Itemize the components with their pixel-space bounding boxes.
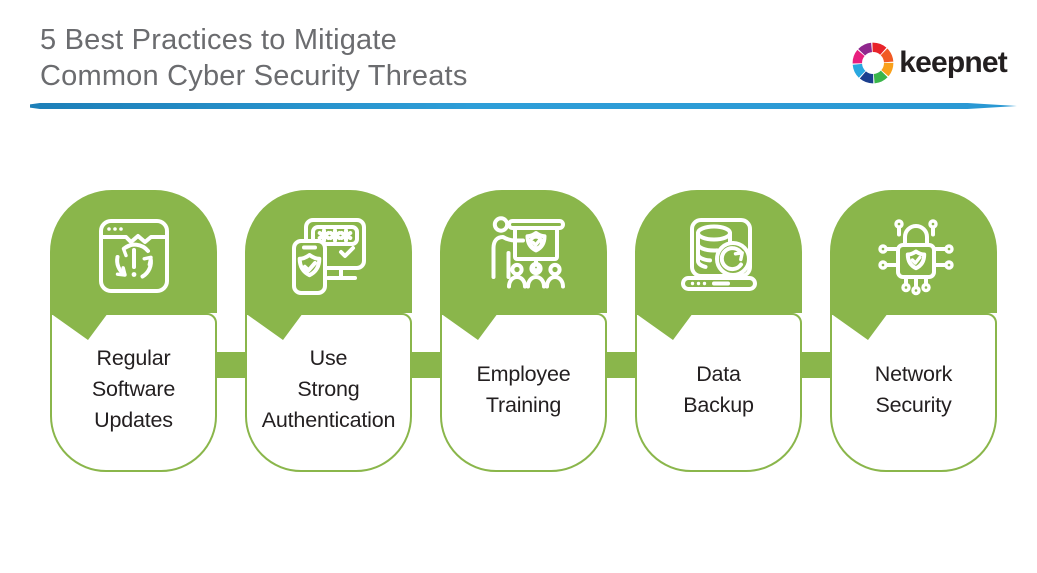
card-bubble — [830, 190, 997, 313]
page-title-line-1: 5 Best Practices to Mitigate — [40, 24, 397, 56]
card-bubble — [245, 190, 412, 313]
card-bubble — [50, 190, 217, 313]
blue-divider-line — [30, 103, 1017, 109]
bubble-tail — [830, 313, 888, 340]
bubble-tail — [440, 313, 498, 340]
software-update-icon — [98, 219, 169, 293]
card-panel: Regular Software Updates — [50, 313, 217, 472]
card-use-strong-authentication: Use Strong Authentication — [245, 190, 412, 472]
card-panel: Employee Training — [440, 313, 607, 472]
card-panel: Data Backup — [635, 313, 802, 472]
card-label: Regular Software Updates — [91, 346, 176, 432]
card-panel: Network Security — [830, 313, 997, 472]
card-connector — [217, 352, 245, 378]
card-bubble — [635, 190, 802, 313]
card-bubble — [440, 190, 607, 313]
data-backup-icon — [680, 218, 757, 291]
card-label: Use Strong Authentication — [261, 346, 396, 432]
card-connector — [412, 352, 440, 378]
card-label: Data Backup — [683, 361, 754, 417]
card-employee-training: Employee Training — [440, 190, 607, 472]
keepnet-wordmark: keepnet — [899, 46, 1008, 79]
card-network-security: Network Security — [830, 190, 997, 472]
card-connector — [607, 352, 635, 378]
bubble-tail — [50, 313, 108, 340]
card-regular-software-updates: Regular Software Updates — [50, 190, 217, 472]
card-panel: Use Strong Authentication — [245, 313, 412, 472]
keepnet-logo: keepnet — [850, 40, 1008, 86]
page-title-line-2: Common Cyber Security Threats — [40, 60, 468, 92]
keepnet-aperture-icon — [852, 42, 894, 84]
page-title: 5 Best Practices to Mitigate Common Cybe… — [40, 22, 468, 94]
employee-training-icon — [491, 216, 565, 289]
card-label: Network Security — [874, 361, 953, 417]
strong-authentication-icon — [291, 218, 366, 295]
card-connector — [802, 352, 830, 378]
card-label: Employee Training — [476, 361, 571, 417]
best-practices-row: Regular Software Updates — [50, 190, 997, 472]
bubble-tail — [245, 313, 303, 340]
network-security-icon — [877, 219, 954, 296]
bubble-tail — [635, 313, 693, 340]
card-data-backup: Data Backup — [635, 190, 802, 472]
